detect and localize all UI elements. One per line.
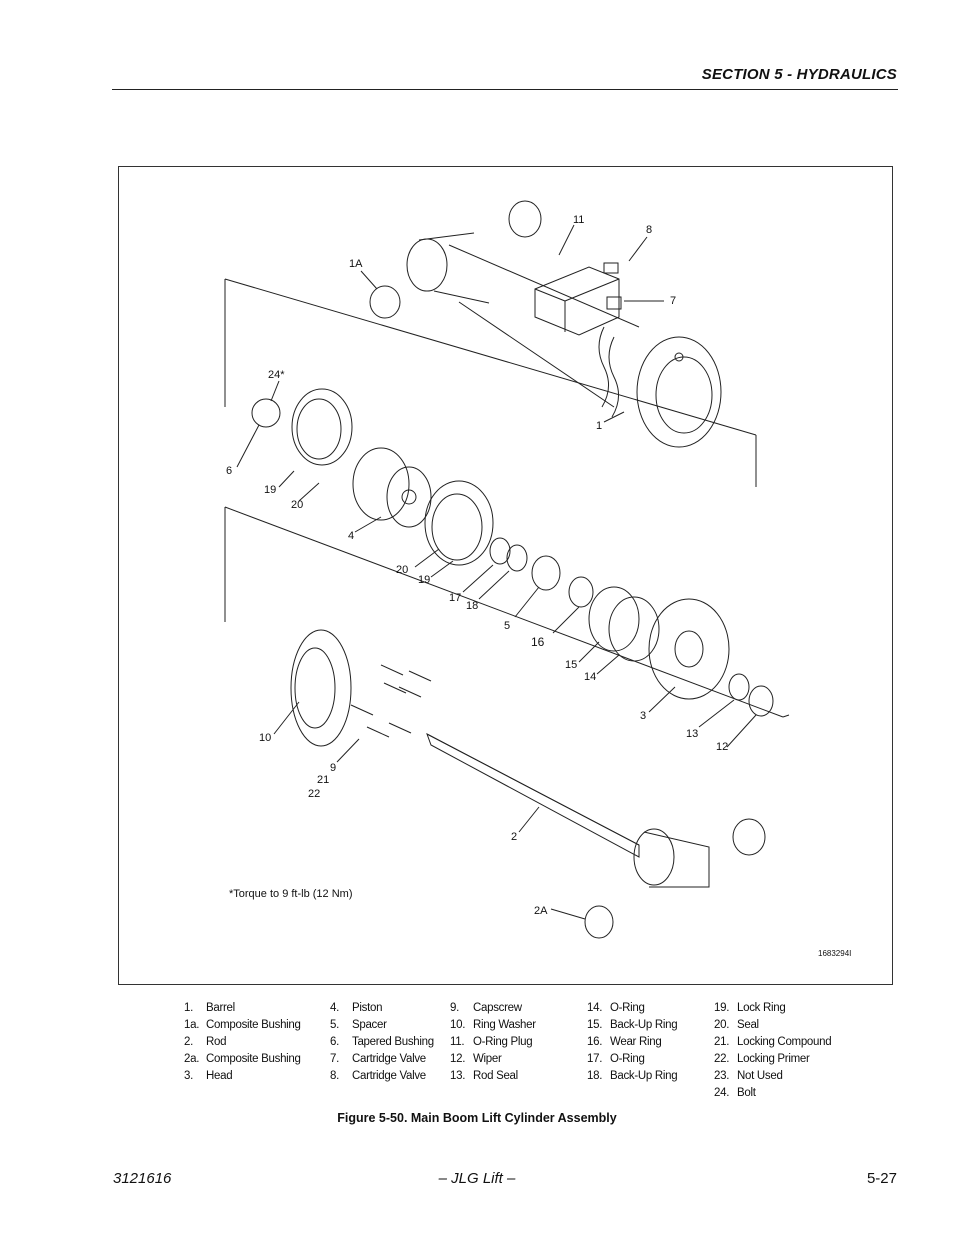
footer-doc-number: 3121616 xyxy=(113,1170,172,1187)
part-label-15: 15 xyxy=(565,659,578,671)
part-label-20-b: 20 xyxy=(396,564,409,576)
part-label-19: 19 xyxy=(264,484,277,496)
drawing-number: 1683294I xyxy=(818,949,852,958)
legend-item: 23.Not Used xyxy=(714,1070,783,1082)
torque-note: *Torque to 9 ft-lb (12 Nm) xyxy=(229,888,353,900)
exploded-view-figure: 11 8 1A 7 24* 1 6 19 20 4 20 19 17 18 5 … xyxy=(118,166,893,985)
legend-item: 7.Cartridge Valve xyxy=(330,1053,426,1065)
legend-column-1: 1.Barrel 1a.Composite Bushing 2.Rod 2a.C… xyxy=(184,1000,301,1085)
legend-item: 11.O-Ring Plug xyxy=(450,1036,533,1048)
header-rule xyxy=(112,89,898,90)
legend-column-5: 19.Lock Ring 20.Seal 21.Locking Compound… xyxy=(714,1000,832,1102)
legend-item: 8.Cartridge Valve xyxy=(330,1070,426,1082)
legend-column-2: 4.Piston 5.Spacer 6.Tapered Bushing 7.Ca… xyxy=(330,1000,434,1085)
part-label-22: 22 xyxy=(308,788,321,800)
part-label-17: 17 xyxy=(449,592,462,604)
part-label-7: 7 xyxy=(670,295,677,307)
legend-item: 1a.Composite Bushing xyxy=(184,1019,301,1031)
legend-item: 3.Head xyxy=(184,1070,233,1082)
legend-item: 20.Seal xyxy=(714,1019,759,1031)
legend-item: 24.Bolt xyxy=(714,1087,756,1099)
part-label-19-b: 19 xyxy=(418,574,431,586)
part-label-4: 4 xyxy=(348,530,355,542)
footer-page-number: 5-27 xyxy=(866,1170,897,1187)
legend-column-4: 14.O-Ring 15.Back-Up Ring 16.Wear Ring 1… xyxy=(587,1000,678,1085)
legend-item: 21.Locking Compound xyxy=(714,1036,832,1048)
part-label-1a: 1A xyxy=(349,258,363,270)
part-label-6: 6 xyxy=(226,465,233,477)
legend-item: 22.Locking Primer xyxy=(714,1053,810,1065)
legend-item: 12.Wiper xyxy=(450,1053,502,1065)
legend-item: 10.Ring Washer xyxy=(450,1019,536,1031)
part-label-5: 5 xyxy=(504,620,511,632)
part-label-2: 2 xyxy=(511,831,518,843)
legend-item: 18.Back-Up Ring xyxy=(587,1070,678,1082)
part-label-12: 12 xyxy=(716,741,729,753)
legend-item: 2a.Composite Bushing xyxy=(184,1053,301,1065)
part-label-20: 20 xyxy=(291,499,304,511)
legend-item: 13.Rod Seal xyxy=(450,1070,518,1082)
legend-item: 14.O-Ring xyxy=(587,1002,645,1014)
part-label-11: 11 xyxy=(573,214,585,226)
legend-item: 6.Tapered Bushing xyxy=(330,1036,434,1048)
legend-item: 1.Barrel xyxy=(184,1002,235,1014)
legend-item: 17.O-Ring xyxy=(587,1053,645,1065)
legend-item: 2.Rod xyxy=(184,1036,227,1048)
legend-item: 4.Piston xyxy=(330,1002,383,1014)
legend-item: 9.Capscrew xyxy=(450,1002,522,1014)
legend-item: 5.Spacer xyxy=(330,1019,387,1031)
part-label-3: 3 xyxy=(640,710,647,722)
part-label-13: 13 xyxy=(686,728,699,740)
part-label-24: 24* xyxy=(268,369,285,381)
part-label-10: 10 xyxy=(259,732,272,744)
part-label-14: 14 xyxy=(584,671,597,683)
part-label-1: 1 xyxy=(596,420,603,432)
part-label-9: 9 xyxy=(330,762,337,774)
part-label-2a: 2A xyxy=(534,905,548,917)
section-title: SECTION 5 - HYDRAULICS xyxy=(701,66,897,83)
part-label-21: 21 xyxy=(317,774,330,786)
cylinder-drawing xyxy=(224,200,790,939)
part-label-18: 18 xyxy=(466,600,479,612)
part-label-8: 8 xyxy=(646,224,653,236)
figure-caption: Figure 5-50. Main Boom Lift Cylinder Ass… xyxy=(337,1111,617,1125)
legend-item: 16.Wear Ring xyxy=(587,1036,662,1048)
footer-center-text: – JLG Lift – xyxy=(438,1170,516,1187)
legend-item: 15.Back-Up Ring xyxy=(587,1019,678,1031)
legend-item: 19.Lock Ring xyxy=(714,1002,786,1014)
part-label-16: 16 xyxy=(531,635,545,649)
legend-column-3: 9.Capscrew 10.Ring Washer 11.O-Ring Plug… xyxy=(450,1000,536,1085)
